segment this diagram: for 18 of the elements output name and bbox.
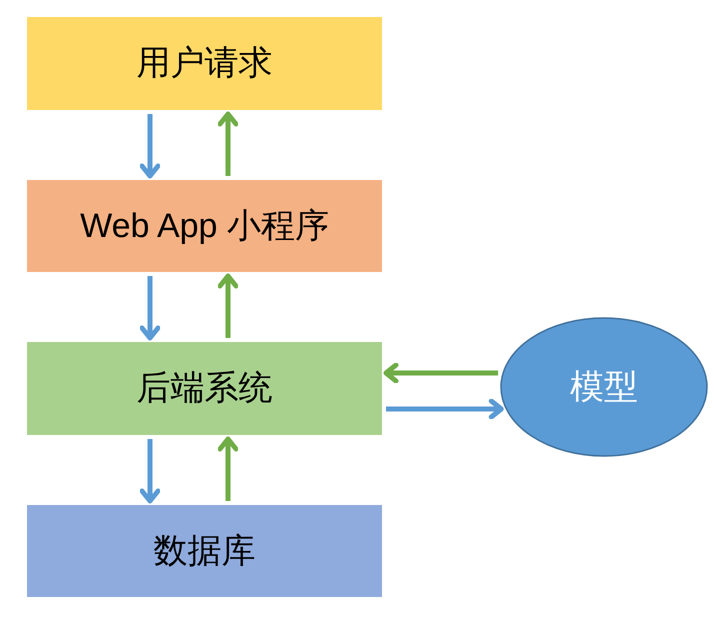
ellipse-node	[500, 317, 708, 457]
arrow	[218, 274, 238, 338]
arrow	[140, 439, 160, 504]
node-label: 后端系统	[136, 368, 272, 410]
layer-box	[27, 180, 382, 272]
arrow	[140, 276, 160, 340]
node-label: 用户请求	[136, 43, 272, 84]
arrow	[384, 362, 498, 384]
layer-box	[27, 342, 382, 435]
arrow	[218, 436, 238, 501]
node-label: Web App 小程序	[80, 206, 329, 247]
layer-box	[27, 505, 382, 597]
node-label: 模型	[570, 366, 638, 408]
arrow	[386, 398, 504, 420]
arrow	[218, 112, 238, 176]
node-label: 数据库	[154, 530, 256, 572]
layer-box	[27, 17, 382, 110]
arrow	[140, 114, 160, 178]
